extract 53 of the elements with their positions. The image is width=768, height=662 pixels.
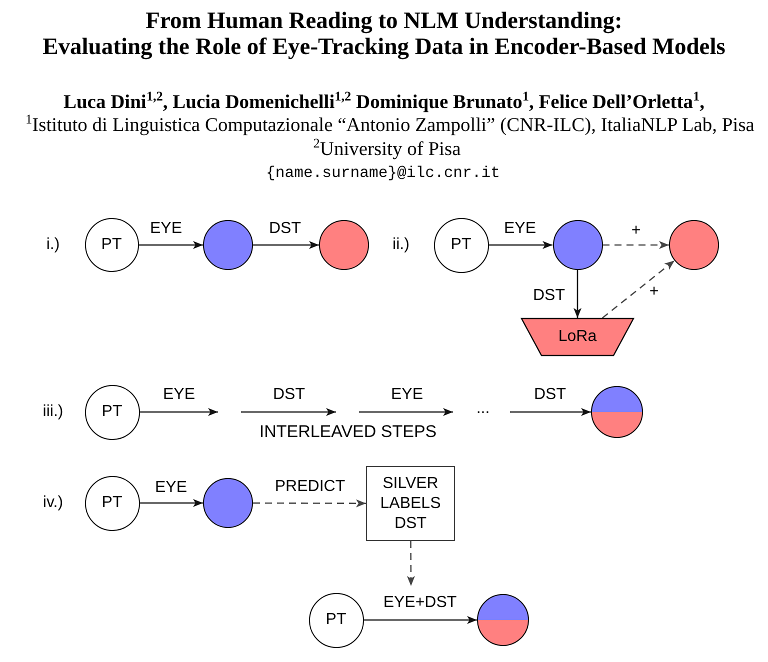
trapezoid-node bbox=[521, 318, 634, 356]
arrow bbox=[574, 270, 582, 318]
node-label: PT bbox=[101, 235, 122, 255]
arrow bbox=[510, 408, 591, 416]
arrow bbox=[138, 241, 203, 249]
filled-circle bbox=[552, 220, 602, 270]
affiliation-text: $^{1}$Istituto di Linguistica Computazionale “Antonio Zampolli” (CNR-ILC), ItaliaNLP Lab, Pisa bbox=[26, 114, 754, 138]
panel-marker: iii.) bbox=[42, 402, 64, 422]
dashed-arrow bbox=[602, 260, 675, 318]
affiliation-text: $^{2}$University of Pisa bbox=[313, 138, 461, 162]
node-label: PT bbox=[102, 493, 122, 513]
edge-label: DST bbox=[534, 386, 566, 404]
node-label: PT bbox=[450, 235, 472, 255]
edge-label: EYE bbox=[155, 478, 187, 498]
filled-circle bbox=[203, 220, 253, 270]
split-circle bbox=[477, 594, 529, 646]
node-label: SILVER LABELS DST bbox=[379, 474, 442, 534]
split-circle bbox=[591, 386, 643, 438]
edge-label: + bbox=[631, 222, 641, 240]
author-list: Luca Dini$^{1,2}$, Lucia Domenichelli$^{1,2}$ Dominique Brunato$^{1}$, Felice Dell’Orletta$^{1}$, bbox=[63, 92, 705, 114]
arrow-label: DST bbox=[273, 386, 305, 404]
diagram-title: From Human Reading to NLM Understanding: Evaluating the Role of Eye-Tracking Data in Encoder-Based Models bbox=[42, 8, 726, 60]
process-box bbox=[366, 466, 455, 541]
filled-circle bbox=[669, 220, 719, 270]
arrow bbox=[253, 241, 319, 249]
edge-label: + bbox=[649, 282, 659, 302]
node-label: LoRa bbox=[558, 327, 597, 347]
arrow bbox=[140, 499, 203, 507]
dashed-arrow bbox=[602, 241, 669, 249]
arrow-label: EYE bbox=[391, 386, 423, 404]
edge-label: EYE bbox=[504, 220, 536, 238]
edge-label: EYE+DST bbox=[383, 594, 457, 612]
arrow bbox=[364, 616, 477, 624]
circle-node bbox=[84, 218, 138, 272]
edge-label: PREDICT bbox=[274, 478, 346, 496]
panel-marker: ii.) bbox=[392, 236, 410, 254]
arrow bbox=[140, 408, 218, 416]
edge-label: DST bbox=[269, 220, 301, 238]
filled-circle bbox=[319, 220, 369, 270]
panel-marker: iv.) bbox=[42, 494, 64, 512]
dashed-arrow bbox=[406, 541, 415, 586]
node-label: PT bbox=[102, 402, 122, 422]
arrow bbox=[488, 241, 552, 249]
email-address: {name.surname}@ilc.cnr.it bbox=[266, 165, 500, 183]
dashed-arrow bbox=[253, 499, 366, 508]
panel-marker: i.) bbox=[46, 236, 60, 254]
edge-label: DST bbox=[533, 286, 565, 306]
group-caption: INTERLEAVED STEPS bbox=[259, 422, 437, 442]
filled-circle bbox=[203, 478, 253, 528]
edge-label: EYE bbox=[150, 220, 182, 238]
node-label: PT bbox=[326, 610, 346, 630]
edge-label: EYE bbox=[163, 386, 195, 404]
ellipsis-text: ... bbox=[476, 400, 490, 418]
